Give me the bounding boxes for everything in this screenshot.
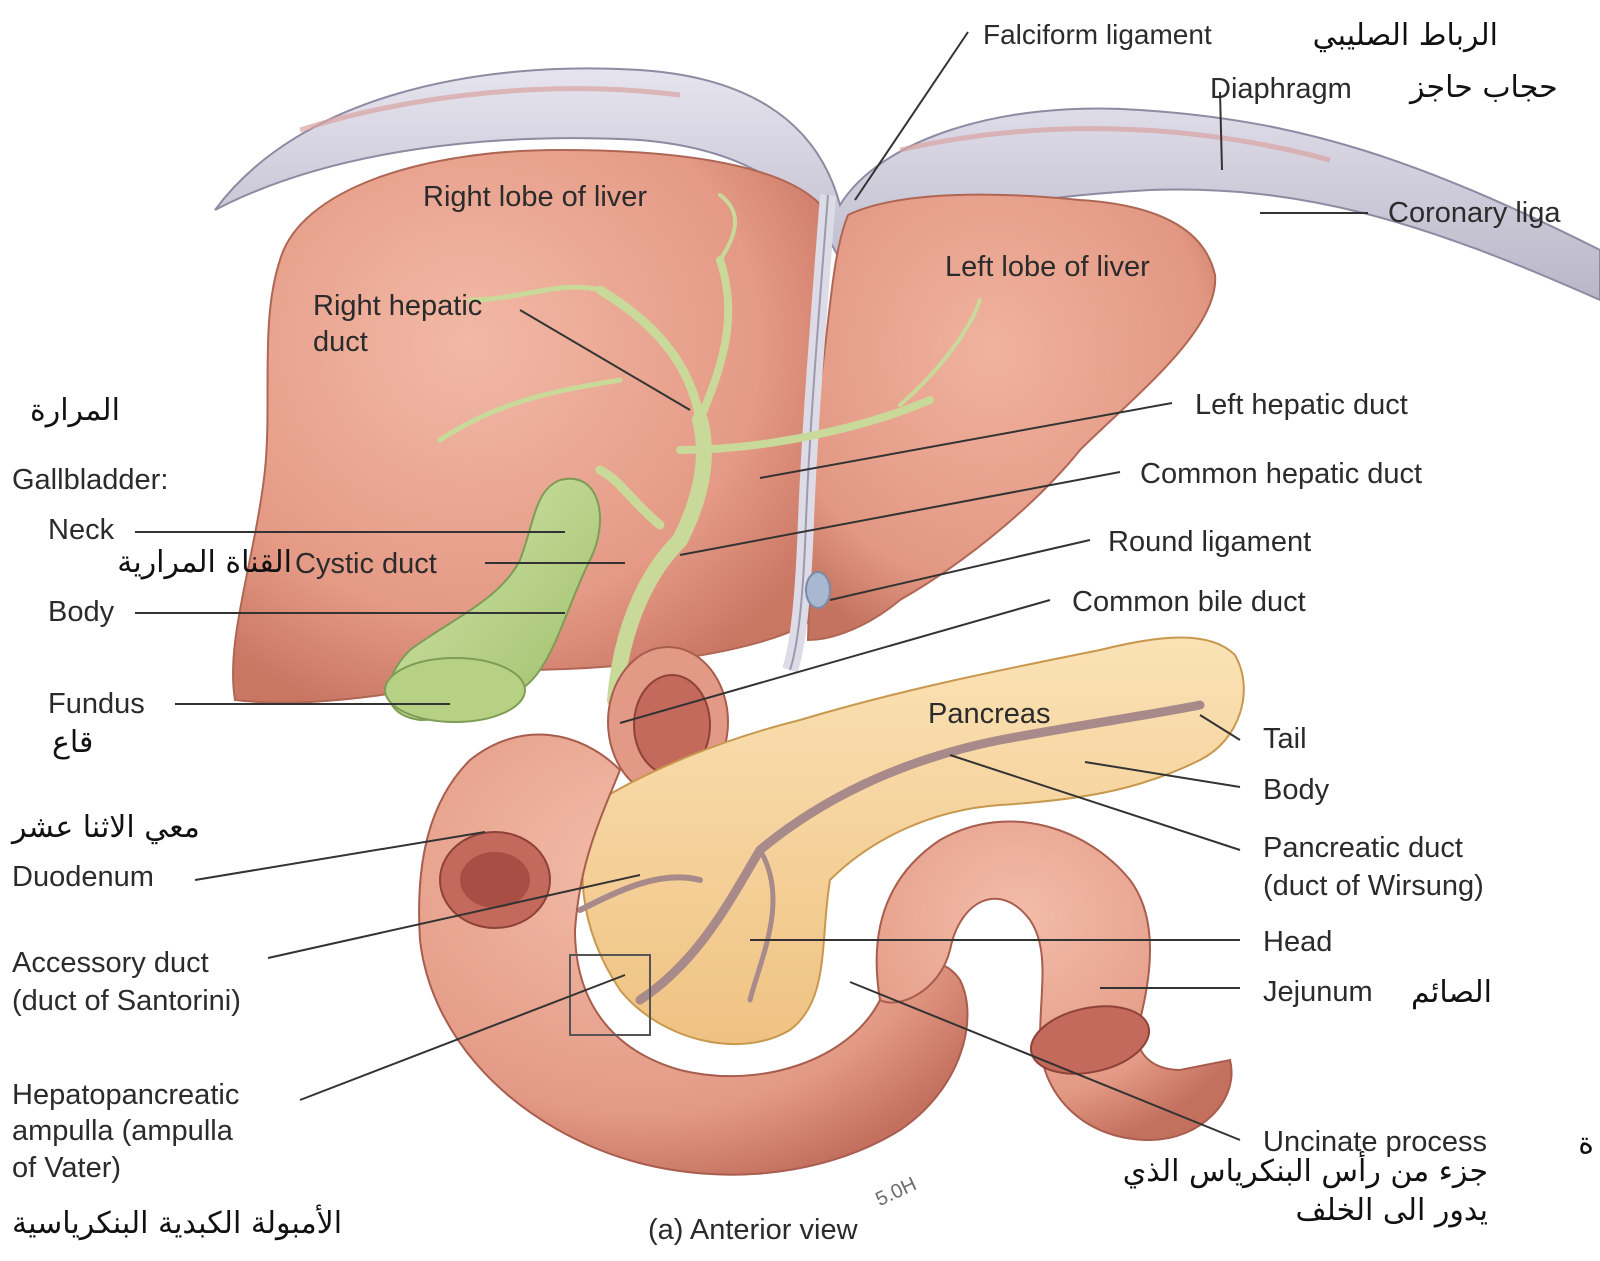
arabic-cystic-duct: القناة المرارية: [117, 545, 292, 581]
label-left-hepatic-duct: Left hepatic duct: [1195, 388, 1408, 423]
label-coronary-ligament: Coronary liga: [1388, 196, 1560, 231]
label-right-hepatic-duct: Right hepatic duct: [313, 288, 482, 361]
label-pancreatic-duct: Pancreatic duct (duct of Wirsung): [1263, 830, 1484, 905]
arabic-diaphragm: حجاب حاجز: [1410, 70, 1558, 106]
label-jejunum: Jejunum: [1263, 975, 1373, 1010]
label-head: Head: [1263, 925, 1332, 960]
arabic-falciform-ligament: الرباط الصليبي: [1313, 18, 1498, 54]
arabic-edge-fragment: ة: [1578, 1126, 1594, 1162]
label-right-lobe: Right lobe of liver: [423, 180, 647, 215]
label-gallbladder: Gallbladder:: [12, 463, 168, 498]
label-gallbladder-body: Body: [48, 595, 114, 630]
label-neck: Neck: [48, 513, 114, 548]
label-common-hepatic-duct: Common hepatic duct: [1140, 457, 1422, 492]
arabic-ampulla: الأمبولة الكبدية البنكرياسية: [12, 1206, 342, 1242]
arabic-jejunum: الصائم: [1411, 975, 1492, 1011]
label-common-bile-duct: Common bile duct: [1072, 585, 1306, 620]
label-fundus: Fundus: [48, 687, 145, 722]
label-ampulla-of-vater: Hepatopancreatic ampulla (ampulla of Vat…: [12, 1077, 239, 1186]
liver: [233, 150, 1215, 703]
label-anterior-view: (a) Anterior view: [648, 1213, 858, 1248]
label-cystic-duct: Cystic duct: [295, 547, 437, 582]
label-accessory-duct: Accessory duct (duct of Santorini): [12, 945, 241, 1020]
arabic-fundus: قاع: [52, 725, 93, 761]
label-duodenum: Duodenum: [12, 860, 154, 895]
label-pancreas: Pancreas: [928, 697, 1051, 732]
arabic-gallbladder: المرارة: [30, 393, 120, 429]
arabic-duodenum: معي الاثنا عشر: [12, 810, 200, 846]
label-round-ligament: Round ligament: [1108, 525, 1311, 560]
label-left-lobe: Left lobe of liver: [945, 250, 1150, 285]
label-falciform-ligament: Falciform ligament: [983, 18, 1212, 52]
label-diaphragm: Diaphragm: [1210, 72, 1352, 107]
label-tail: Tail: [1263, 722, 1307, 757]
arabic-uncinate-process: جزء من رأس البنكرياس الذي يدور الى الخلف: [1123, 1152, 1488, 1230]
label-pancreas-body: Body: [1263, 773, 1329, 808]
